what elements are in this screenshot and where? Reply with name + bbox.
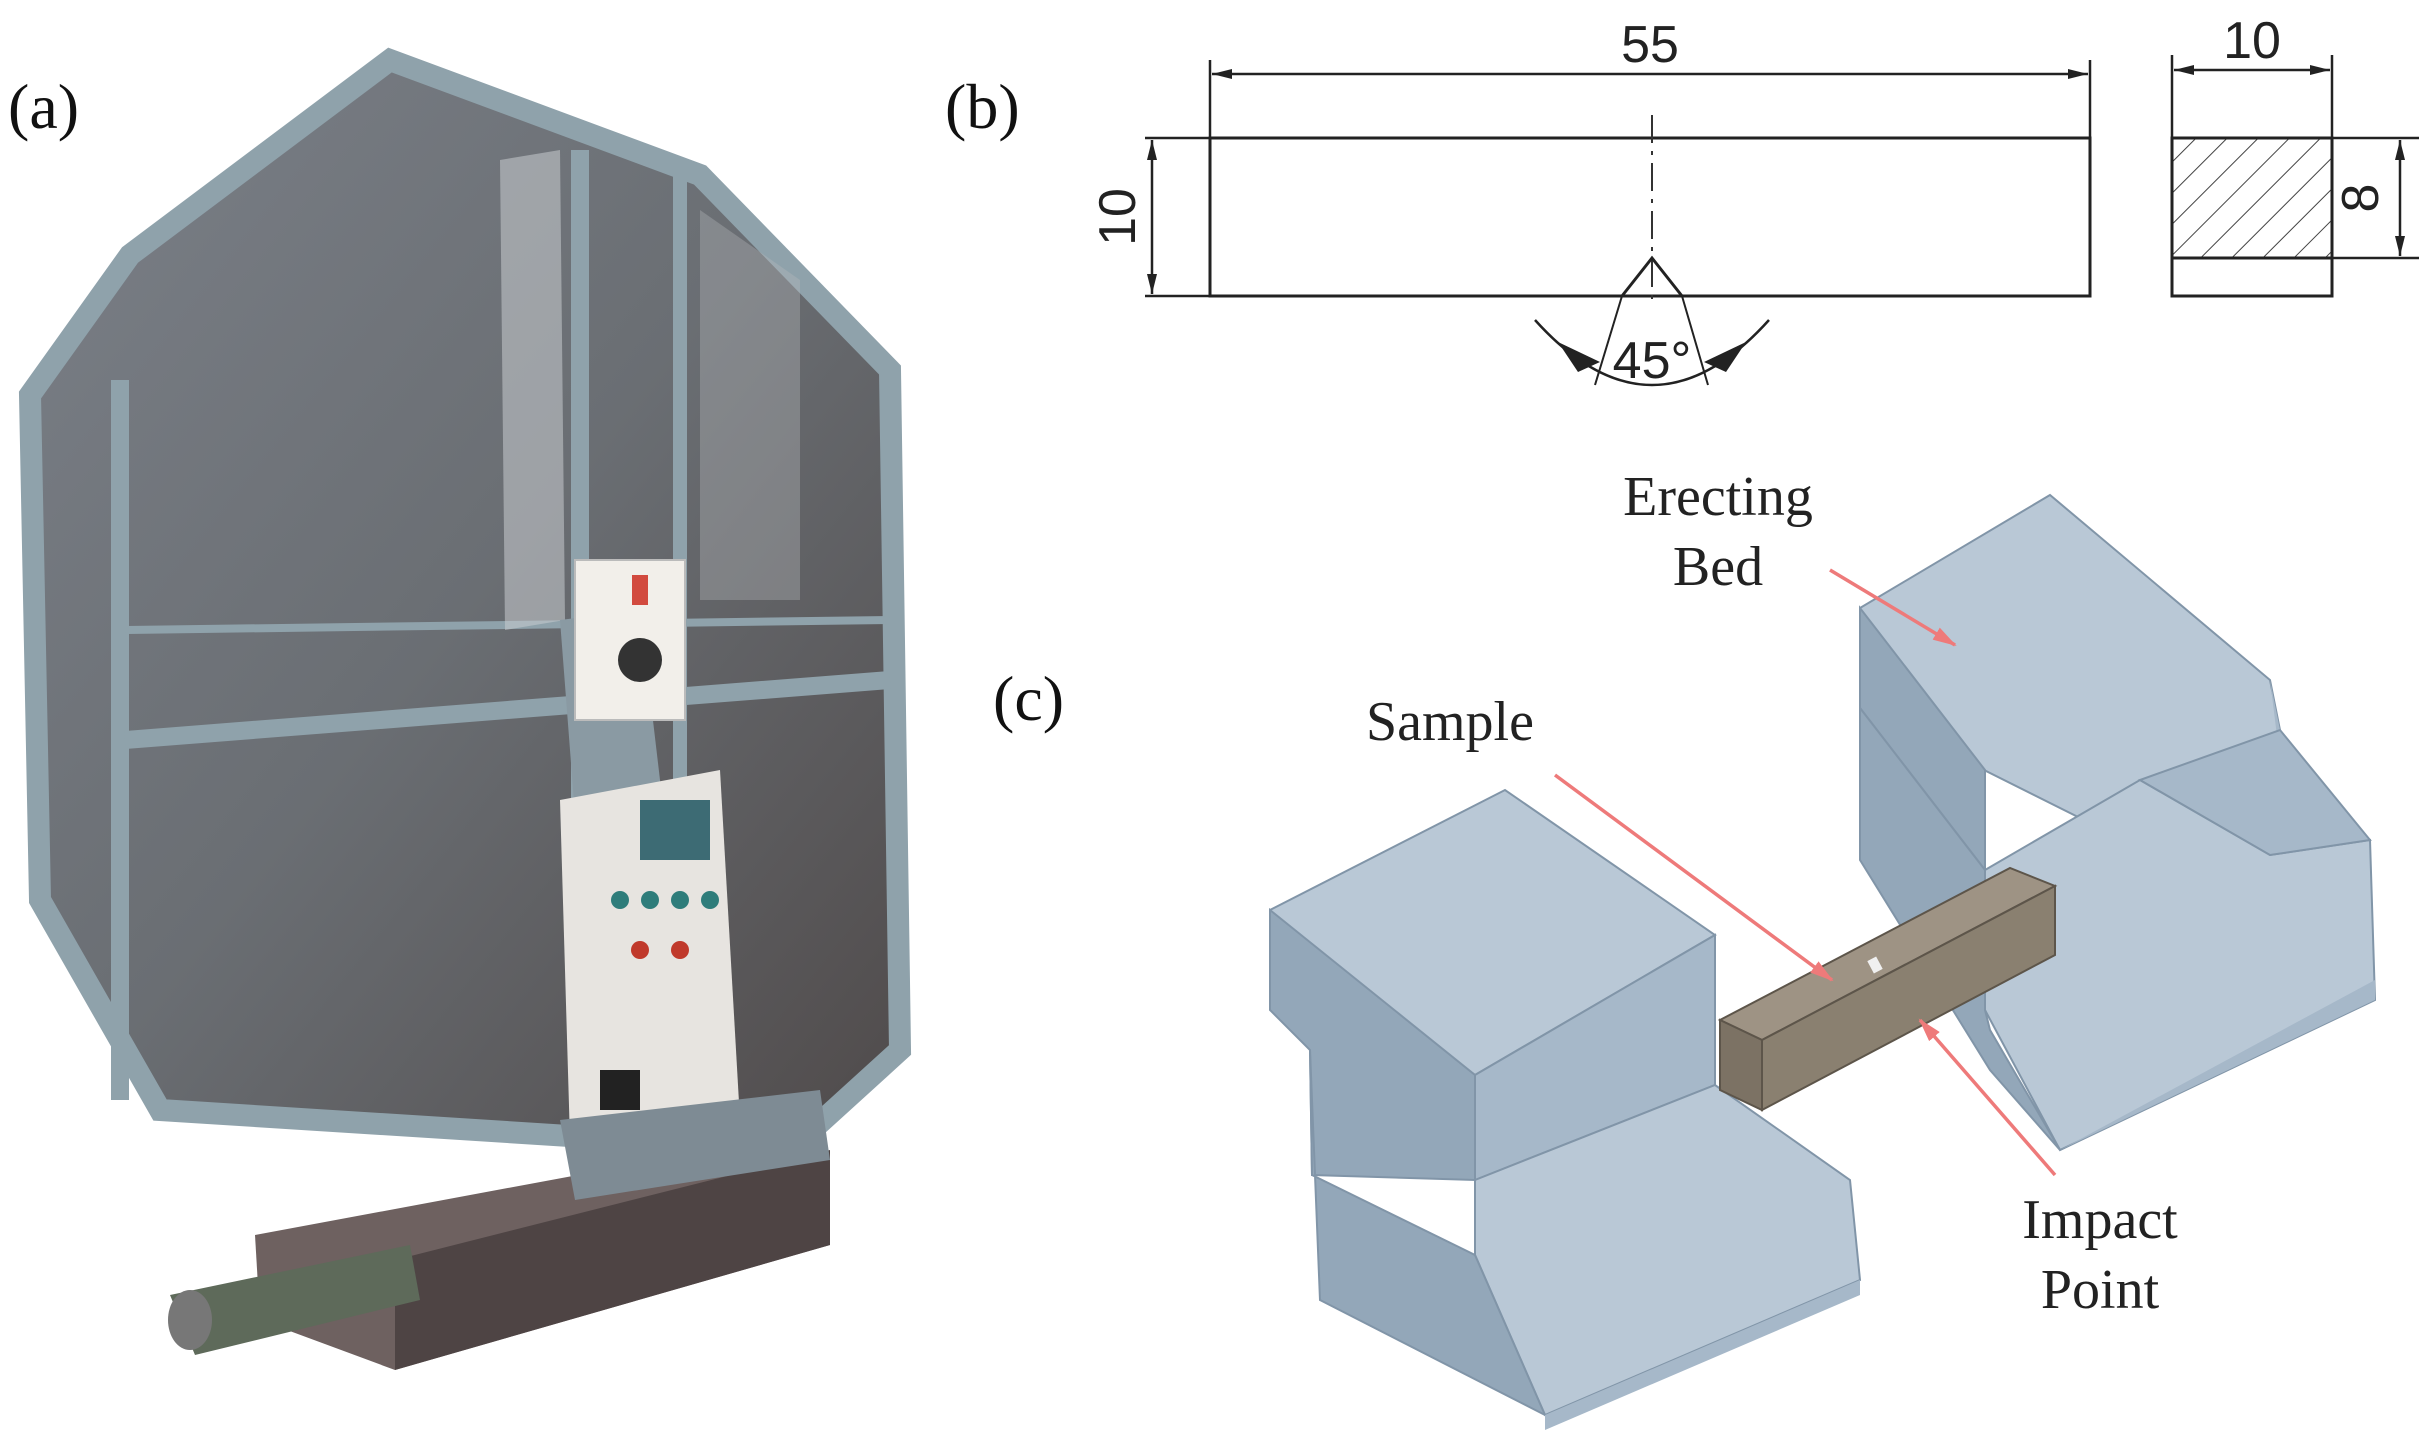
height-dimension-label: 10 — [1089, 188, 1147, 246]
notched-sample-bar — [1717, 866, 2058, 1112]
left-support-block — [1269, 788, 1862, 1430]
section-height-dimension-label: 8 — [2332, 184, 2390, 213]
right-support-block — [1859, 493, 2377, 1152]
notch-angle-label: 45° — [1613, 332, 1692, 390]
panel-label-b: (b) — [945, 71, 1020, 142]
panel-label-a: (a) — [8, 71, 79, 142]
specimen-cross-section — [2170, 136, 2334, 298]
callout-impact-point-line1: Impact — [2022, 1189, 2178, 1251]
erecting-bed-arrow — [1829, 568, 1957, 647]
sample-arrow — [1553, 773, 1834, 982]
width-dimension-label: 10 — [2223, 12, 2281, 70]
v-notch — [1620, 255, 1684, 297]
callout-sample: Sample — [1366, 691, 1834, 982]
callout-erecting-bed-line1: Erecting — [1623, 466, 1813, 528]
specimen-side-view — [1208, 136, 2092, 298]
callout-sample-label: Sample — [1366, 691, 1534, 753]
callout-erecting-bed-line2: Bed — [1673, 536, 1763, 598]
callout-impact-point: Impact Point — [1918, 1018, 2178, 1321]
specimen-cross-section-hatched — [2170, 136, 2334, 260]
callout-impact-point-line2: Point — [2041, 1259, 2160, 1321]
length-dimension-label: 55 — [1621, 16, 1679, 74]
impact-point-arrow — [1918, 1018, 2057, 1177]
panel-label-c: (c) — [993, 663, 1064, 734]
callout-erecting-bed: Erecting Bed — [1623, 466, 1957, 647]
specimen-drawing: 55 10 45° 10 8 — [1089, 12, 2419, 390]
impact-testing-machine-photo — [18, 47, 912, 1370]
